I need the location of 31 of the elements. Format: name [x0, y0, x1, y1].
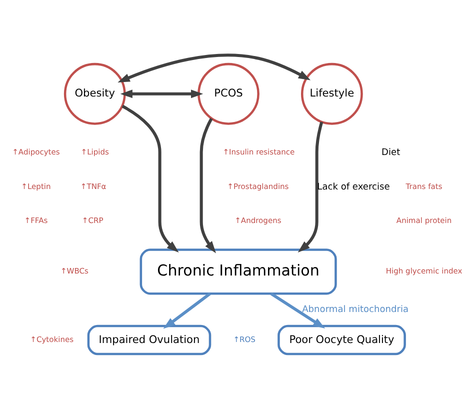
- label: ↑FFAs: [24, 215, 48, 224]
- label: ↑ROS: [233, 334, 256, 344]
- label: ↑Leptin: [21, 182, 51, 191]
- node-circle: Obesity: [64, 62, 126, 124]
- node-circle: Lifestyle: [300, 62, 363, 124]
- label: High glycemic index: [386, 266, 462, 276]
- label: ↑Insulin resistance: [222, 147, 295, 156]
- arrow: [298, 121, 324, 252]
- label: Animal protein: [396, 215, 452, 224]
- edge-label: Lack of exercise: [317, 182, 390, 192]
- label: ↑Cytokines: [30, 334, 74, 344]
- edge-label: Abnormal mitochondria: [302, 304, 409, 315]
- label: ↑TNFα: [80, 182, 106, 191]
- label: ↑Lipids: [80, 147, 109, 156]
- label: ↑Androgens: [234, 215, 282, 224]
- node-box: Poor Oocyte Quality: [278, 324, 406, 355]
- arrow: [270, 292, 326, 328]
- label: Trans fats: [406, 182, 442, 191]
- label: ↑CRP: [82, 215, 104, 224]
- arrow: [200, 117, 216, 253]
- label: ↑WBCs: [60, 266, 88, 276]
- label: Diet: [382, 148, 400, 158]
- arrow: [120, 89, 204, 98]
- label: ↑Prostaglandins: [227, 182, 289, 191]
- node-circle: PCOS: [198, 62, 260, 124]
- node-box: Chronic Inflammation: [140, 248, 337, 294]
- label: ↑Adipocytes: [12, 147, 60, 156]
- arrow: [118, 53, 311, 82]
- arrow: [163, 292, 212, 328]
- arrow: [122, 104, 179, 252]
- node-box: Impaired Ovulation: [87, 324, 212, 355]
